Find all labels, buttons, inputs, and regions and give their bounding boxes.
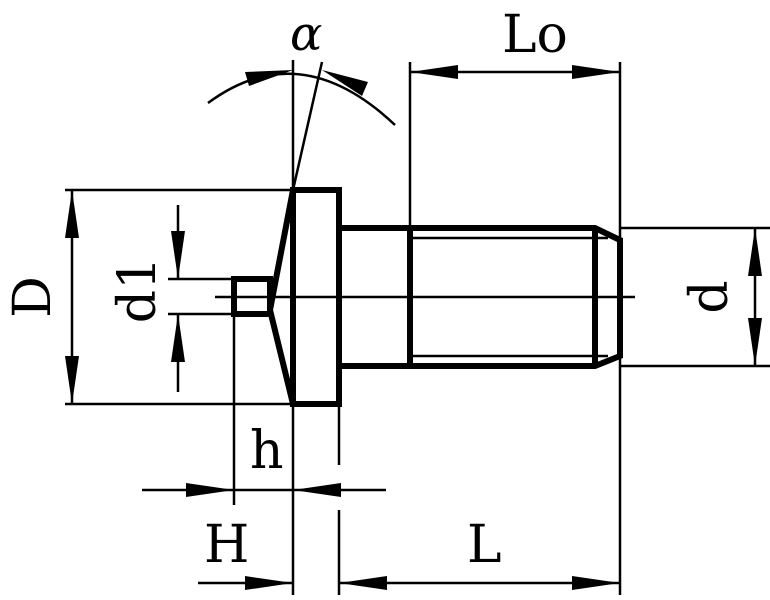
dim-D-arrow-top — [65, 190, 79, 238]
dim-d-arrow-top — [748, 228, 762, 276]
label-alpha: α — [290, 6, 322, 62]
dim-L0-arrow-left — [410, 65, 458, 79]
label-d: d — [680, 280, 740, 313]
dimension-lines — [65, 65, 762, 590]
dim-alpha-arc — [207, 72, 396, 126]
dim-L-arrow-right — [572, 576, 620, 590]
dim-h-arrow-left — [186, 483, 234, 497]
dim-d1-arrow-top — [171, 231, 185, 279]
dim-D-arrow-bottom — [65, 356, 79, 404]
label-L: L — [467, 515, 502, 575]
dim-L-arrow-left — [339, 576, 387, 590]
label-d1: d1 — [108, 257, 168, 323]
dim-h-arrow-right — [293, 483, 341, 497]
dimension-labels: α Lo D d1 d h H L — [3, 5, 740, 575]
dim-alpha-arrow-right — [322, 70, 368, 96]
label-D: D — [3, 276, 63, 318]
dim-H-arrow — [245, 576, 293, 590]
label-H: H — [204, 515, 249, 575]
dim-L0-arrow-right — [572, 65, 620, 79]
dim-d1-arrow-bottom — [171, 314, 185, 362]
dim-d-arrow-bottom — [748, 318, 762, 366]
extension-lines — [65, 60, 770, 595]
ext-alpha-slant — [291, 61, 324, 191]
label-h: h — [250, 421, 284, 481]
dim-alpha-arrow-left — [245, 70, 293, 86]
label-L0: Lo — [502, 5, 568, 65]
